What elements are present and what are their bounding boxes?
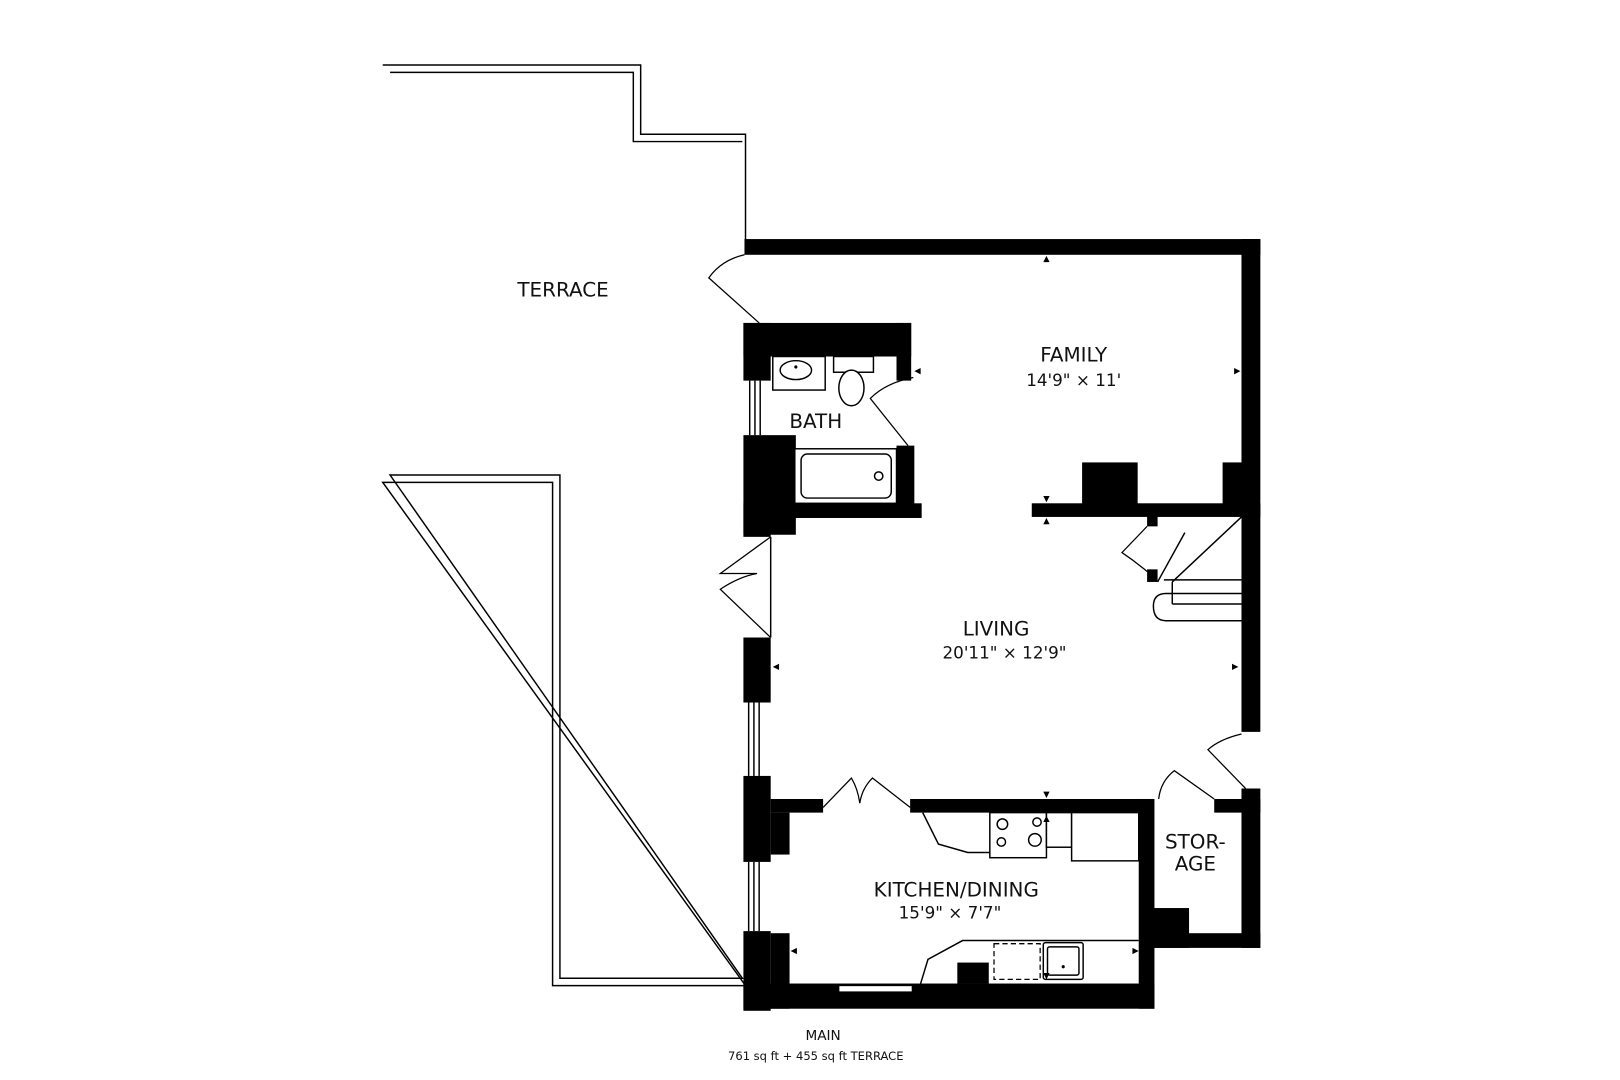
bath-fixtures	[772, 355, 898, 505]
room-label-kitchen: KITCHEN/DINING	[874, 879, 1039, 902]
dishwasher-icon	[993, 943, 1041, 980]
room-label-terrace: TERRACE	[516, 279, 608, 302]
room-label-storage-line2: AGE	[1175, 852, 1216, 875]
plan-footer: MAIN 761 sq ft + 455 sq ft TERRACE	[728, 1028, 903, 1063]
level-label: MAIN	[805, 1028, 840, 1044]
room-dims-family: 14'9" × 11'	[1026, 370, 1121, 390]
windows	[747, 380, 913, 993]
room-label-storage: STOR-	[1165, 830, 1226, 853]
room-dims-living: 20'11" × 12'9"	[942, 642, 1066, 662]
room-label-living: LIVING	[963, 617, 1030, 640]
room-label-bath: BATH	[789, 410, 842, 433]
doors	[707, 254, 1247, 808]
area-summary: 761 sq ft + 455 sq ft TERRACE	[728, 1049, 903, 1063]
room-label-family: FAMILY	[1040, 344, 1108, 367]
terrace-outline	[381, 64, 747, 987]
dimension-markers	[772, 255, 1241, 980]
walls	[743, 239, 1261, 1011]
room-labels: TERRACE FAMILY 14'9" × 11' BATH LIVING 2…	[516, 279, 1225, 923]
room-dims-kitchen: 15'9" × 7'7"	[899, 903, 1002, 923]
kitchen-fixtures	[919, 811, 1140, 984]
stairs-icon	[1152, 516, 1242, 622]
